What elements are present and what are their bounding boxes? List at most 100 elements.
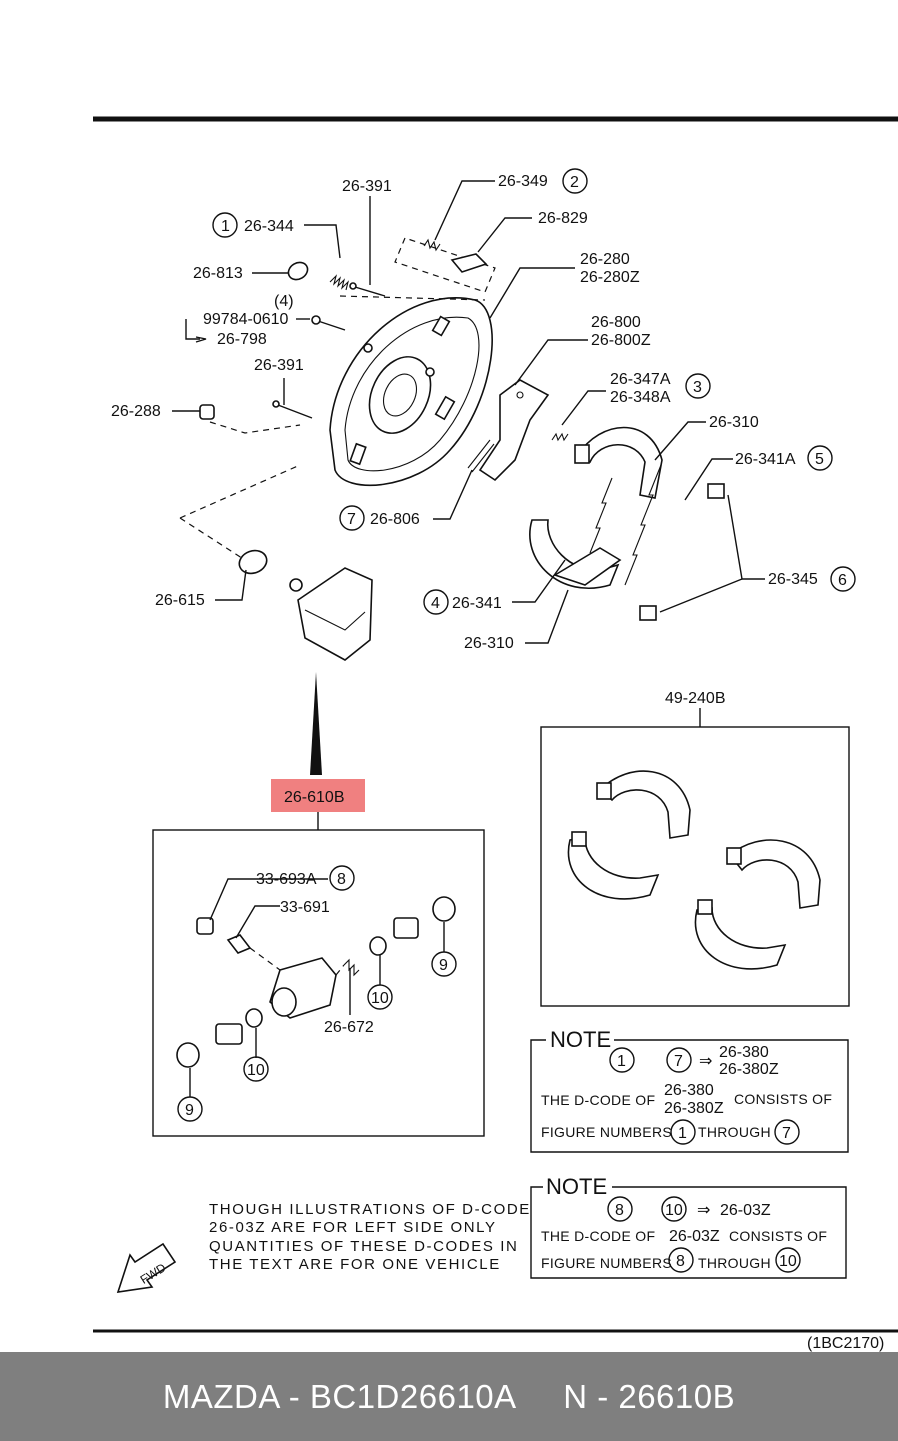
note-1-to: 7 bbox=[674, 1053, 683, 1070]
label-26-344: 26-344 bbox=[244, 218, 294, 235]
label-49-240b: 49-240B bbox=[665, 690, 726, 707]
cylinder-kit-parts bbox=[176, 896, 456, 1068]
note-2-line2-from: 8 bbox=[676, 1253, 685, 1270]
note-2-line2-to: 10 bbox=[779, 1253, 797, 1270]
label-26-800z: 26-800Z bbox=[591, 332, 651, 349]
circle-2 bbox=[562, 168, 588, 194]
note-2-line2-pre: FIGURE NUMBERS bbox=[541, 1255, 672, 1271]
circle-9b bbox=[177, 1096, 203, 1122]
circle-9a-num: 9 bbox=[439, 957, 448, 974]
disclaimer-line-3: QUANTITIES OF THESE D-CODES IN bbox=[209, 1238, 518, 1255]
disclaimer: THOUGH ILLUSTRATIONS OF D-CODE 26-03Z AR… bbox=[209, 1201, 531, 1273]
note-2-to: 10 bbox=[665, 1202, 683, 1219]
label-26-349: 26-349 bbox=[498, 173, 548, 190]
bolt-99784 bbox=[311, 315, 346, 331]
spring-26-341-upper bbox=[589, 477, 613, 554]
label-26-345: 26-345 bbox=[768, 571, 818, 588]
pointer-arrow bbox=[310, 672, 322, 775]
label-26-341a: 26-341A bbox=[735, 451, 796, 468]
label-26-800: 26-800 bbox=[591, 314, 641, 331]
circle-4-num: 4 bbox=[431, 595, 440, 612]
label-26-348a: 26-348A bbox=[610, 389, 671, 406]
circle-1-num: 1 bbox=[221, 218, 230, 235]
circle-5 bbox=[807, 445, 833, 471]
label-26-391-top: 26-391 bbox=[342, 178, 392, 195]
label-26-310-top: 26-310 bbox=[709, 414, 759, 431]
note-1-line2-to: 7 bbox=[782, 1125, 791, 1142]
plug-26-288 bbox=[199, 404, 215, 420]
spring-26-341a bbox=[624, 464, 662, 586]
shoe-26-310-bottom bbox=[529, 519, 622, 590]
shoe-26-310-top bbox=[574, 426, 663, 499]
note-1-line1-code-a: 26-380 bbox=[664, 1082, 714, 1099]
backing-plate bbox=[329, 297, 493, 487]
parts-diagram: 26-391 26-349 2 26-829 1 26-344 26-280 2… bbox=[93, 116, 898, 1352]
note-2-line1-post: CONSISTS OF bbox=[729, 1228, 827, 1244]
circle-2-num: 2 bbox=[570, 174, 579, 191]
label-26-829: 26-829 bbox=[538, 210, 588, 227]
label-99784-0610: 99784-0610 bbox=[203, 311, 289, 328]
note-2-line2-mid: THROUGH bbox=[698, 1255, 771, 1271]
label-26-610b: 26-610B bbox=[284, 789, 345, 806]
circle-6-num: 6 bbox=[838, 572, 847, 589]
label-26-391-mid: 26-391 bbox=[254, 357, 304, 374]
label-26-310-bottom: 26-310 bbox=[464, 635, 514, 652]
disclaimer-line-2: 26-03Z ARE FOR LEFT SIDE ONLY bbox=[209, 1219, 497, 1236]
note-2-title: NOTE bbox=[546, 1174, 607, 1199]
note-2-code: 26-03Z bbox=[720, 1202, 771, 1219]
note-2-from: 8 bbox=[615, 1202, 624, 1219]
fwd-arrow-icon: FWD bbox=[116, 1242, 177, 1293]
label-26-806: 26-806 bbox=[370, 511, 420, 528]
circle-10b bbox=[243, 1056, 269, 1082]
label-33-693a: 33-693A bbox=[256, 871, 317, 888]
footer-bar: MAZDA - BC1D26610A N - 26610B bbox=[0, 1352, 898, 1441]
retainer-26-345-top bbox=[707, 483, 725, 499]
pin-26-391-top bbox=[349, 282, 386, 297]
note-1-line2-from: 1 bbox=[678, 1125, 687, 1142]
note-1-title: NOTE bbox=[550, 1027, 611, 1052]
circle-8 bbox=[329, 865, 355, 891]
note-1-arrow: ⇒ bbox=[699, 1053, 712, 1070]
spring-26-344 bbox=[329, 274, 350, 291]
shoe-kit-box bbox=[540, 726, 850, 1007]
note-1-line1-code-b: 26-380Z bbox=[664, 1100, 724, 1117]
footer-part-number: MAZDA - BC1D26610A N - 26610B bbox=[162, 1377, 736, 1415]
note-2-line1-code: 26-03Z bbox=[669, 1228, 720, 1245]
label-26-798: 26-798 bbox=[217, 331, 267, 348]
note-1-line1-post: CONSISTS OF bbox=[734, 1091, 832, 1107]
label-26-347a: 26-347A bbox=[610, 371, 671, 388]
circle-9a bbox=[431, 951, 457, 977]
note-1-code-a: 26-380 bbox=[719, 1044, 769, 1061]
note-1-line2-mid: THROUGH bbox=[698, 1124, 771, 1140]
label-qty-4: (4) bbox=[274, 293, 294, 310]
lever-26-800 bbox=[478, 379, 550, 482]
circle-5-num: 5 bbox=[815, 451, 824, 468]
note-1: NOTE 1 7 ⇒ 26-380 26-380Z THE D-CODE OF … bbox=[530, 1027, 849, 1153]
circle-8-num: 8 bbox=[337, 871, 346, 888]
circle-3 bbox=[685, 373, 711, 399]
boot-26-615 bbox=[238, 549, 268, 575]
circle-6 bbox=[830, 566, 856, 592]
cap-26-813 bbox=[287, 261, 309, 281]
cylinder-kit-box bbox=[152, 829, 485, 1137]
note-2-line1-pre: THE D-CODE OF bbox=[541, 1228, 655, 1244]
clip-26-829 bbox=[450, 253, 488, 273]
shoe-kit-parts bbox=[567, 770, 821, 970]
spring-26-347a bbox=[551, 432, 569, 442]
label-26-341: 26-341 bbox=[452, 595, 502, 612]
circle-3-num: 3 bbox=[693, 379, 702, 396]
label-26-288: 26-288 bbox=[111, 403, 161, 420]
note-2: NOTE 8 10 ⇒ 26-03Z THE D-CODE OF 26-03Z … bbox=[530, 1174, 847, 1279]
disclaimer-line-4: THE TEXT ARE FOR ONE VEHICLE bbox=[209, 1256, 501, 1273]
circle-10a-num: 10 bbox=[371, 990, 389, 1007]
circle-10b-num: 10 bbox=[247, 1062, 265, 1079]
note-1-line2-pre: FIGURE NUMBERS bbox=[541, 1124, 672, 1140]
disclaimer-line-1: THOUGH ILLUSTRATIONS OF D-CODE bbox=[209, 1201, 531, 1218]
circle-4 bbox=[423, 589, 449, 615]
note-1-code-b: 26-380Z bbox=[719, 1061, 779, 1078]
label-26-280: 26-280 bbox=[580, 251, 630, 268]
note-1-from: 1 bbox=[617, 1053, 626, 1070]
note-2-arrow: ⇒ bbox=[697, 1202, 710, 1219]
note-1-line1-pre: THE D-CODE OF bbox=[541, 1092, 655, 1108]
highlight-26-610b bbox=[271, 779, 365, 812]
